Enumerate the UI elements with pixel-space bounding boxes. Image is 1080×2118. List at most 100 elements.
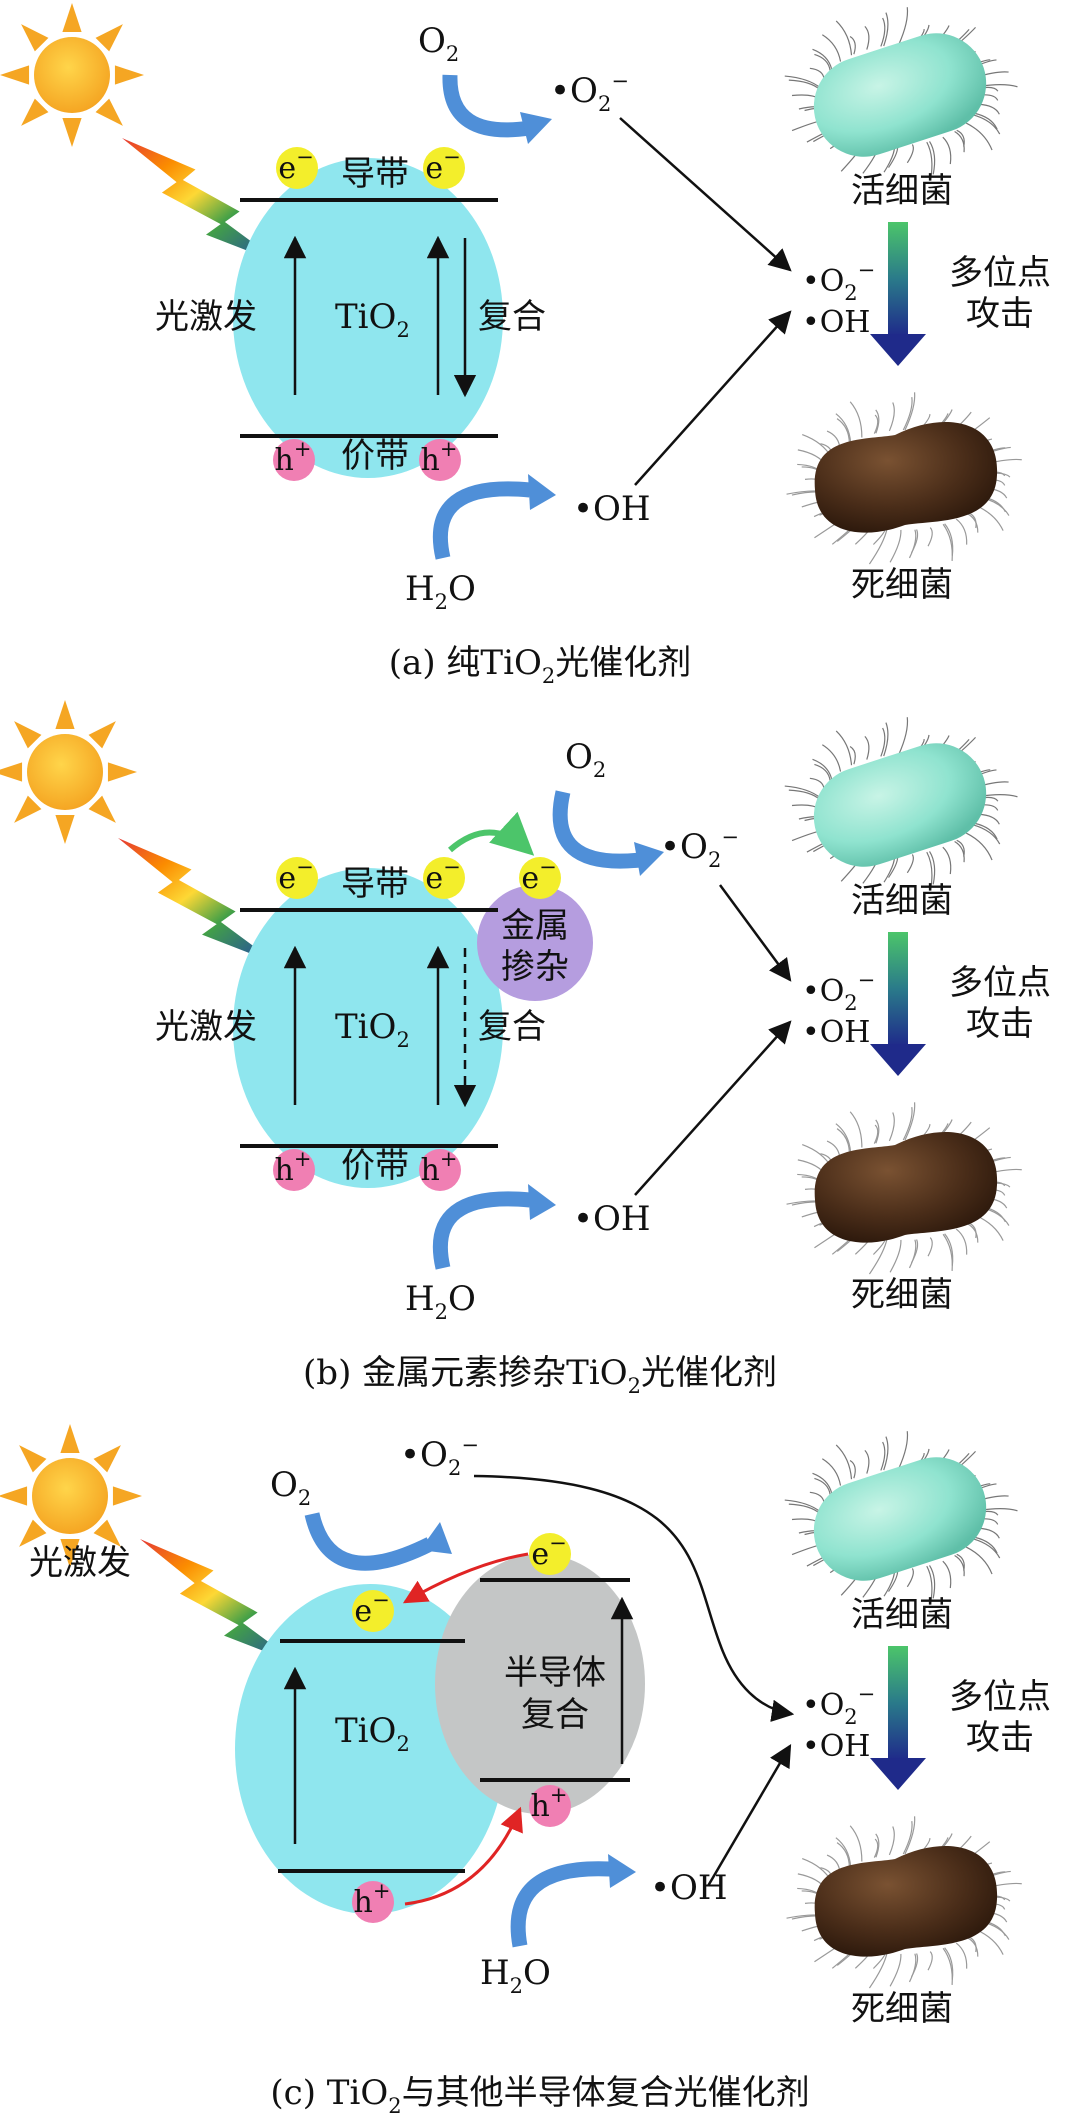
electron-label-part: e bbox=[354, 1594, 372, 1629]
metal-dopant-particle bbox=[477, 885, 593, 1001]
valence-band-label: 价带 bbox=[341, 436, 409, 476]
hole-label-part: h bbox=[275, 443, 294, 478]
superoxide-label-part: •O bbox=[400, 1435, 448, 1475]
o2-to-superoxide-arrow bbox=[552, 790, 664, 876]
combined-superoxide-part: − bbox=[858, 968, 876, 992]
o2-to-superoxide-arrow bbox=[442, 74, 552, 144]
live-bacteria-label: 活细菌 bbox=[851, 171, 953, 211]
superoxide-label: •O2− bbox=[550, 69, 629, 116]
semiconductor-label-line1-part: 半导体 bbox=[504, 1653, 606, 1693]
h2o-label: H2O bbox=[480, 1953, 551, 1998]
valence-band-label-part: 价带 bbox=[341, 436, 409, 476]
h2o-label-part: 2 bbox=[435, 1300, 448, 1324]
attack-label-line1: 多位点 bbox=[949, 963, 1051, 1003]
o2-label-part: 2 bbox=[593, 758, 606, 782]
conduction-band-label: 导带 bbox=[341, 154, 409, 194]
combined-superoxide-part: − bbox=[858, 1682, 876, 1706]
combined-superoxide: •O2− bbox=[802, 968, 875, 1015]
superoxide-label-part: − bbox=[461, 1433, 479, 1457]
o2-label-part: O bbox=[565, 737, 593, 777]
h2o-to-hydroxyl-arrow bbox=[432, 1184, 556, 1270]
panel-b-caption-part: 2 bbox=[628, 1374, 641, 1398]
dead-bacteria-label: 死细菌 bbox=[851, 1275, 953, 1315]
hole-badge: h+ bbox=[352, 1879, 394, 1923]
tio2-label-part: TiO bbox=[335, 1711, 396, 1751]
electron-label: e− bbox=[425, 855, 460, 896]
o2-label-part: 2 bbox=[446, 42, 459, 66]
superoxide-to-attack-arrow bbox=[619, 117, 792, 272]
attack-label-line2-part: 攻击 bbox=[966, 1718, 1034, 1758]
superoxide-label: •O2− bbox=[660, 825, 739, 872]
h2o-to-hydroxyl-arrow bbox=[432, 474, 556, 560]
live-bacteria-label: 活细菌 bbox=[851, 881, 953, 921]
combined-hydroxyl: •OH bbox=[802, 1015, 870, 1050]
hole-label-part: + bbox=[294, 437, 312, 461]
combined-hydroxyl-part: •OH bbox=[802, 1729, 870, 1764]
recombination-label: 复合 bbox=[478, 297, 546, 337]
live-bacteria-icon bbox=[784, 717, 1018, 891]
h2o-to-hydroxyl-arrow bbox=[510, 1854, 636, 1948]
hole-badge: h+ bbox=[529, 1783, 571, 1827]
dead-bacteria-label-part: 死细菌 bbox=[851, 565, 953, 605]
superoxide-label-part: •O bbox=[660, 827, 708, 867]
electron-label-part: e bbox=[425, 861, 443, 896]
combined-hydroxyl: •OH bbox=[802, 1729, 870, 1764]
electron-badge: e− bbox=[423, 855, 465, 899]
hole-label-part: h bbox=[354, 1885, 373, 1920]
electron-label-part: − bbox=[549, 1531, 567, 1555]
superoxide-label: •O2− bbox=[400, 1433, 479, 1480]
electron-label-part: e bbox=[425, 151, 443, 186]
hydroxyl-label: •OH bbox=[573, 489, 651, 529]
hole-label-part: + bbox=[550, 1783, 568, 1807]
dead-bacteria-icon bbox=[786, 392, 1022, 565]
superoxide-label-part: − bbox=[721, 825, 739, 849]
attack-label-line1-part: 多位点 bbox=[949, 253, 1051, 293]
recombination-label-part: 复合 bbox=[478, 1007, 546, 1047]
live-bacteria-icon bbox=[784, 7, 1018, 181]
combined-superoxide: •O2− bbox=[802, 1682, 875, 1729]
combined-superoxide-part: 2 bbox=[844, 991, 857, 1015]
electron-label: e− bbox=[531, 1531, 566, 1572]
tio2-label-part: 2 bbox=[396, 1732, 409, 1756]
panel-c-caption-part: (c) TiO bbox=[270, 2073, 388, 2113]
electron-label-part: e bbox=[531, 1537, 549, 1572]
dead-bacteria-label: 死细菌 bbox=[851, 565, 953, 605]
photoexcitation-label: 光激发 bbox=[29, 1543, 131, 1583]
superoxide-label-part: − bbox=[611, 69, 629, 93]
electron-badge: e− bbox=[423, 145, 465, 189]
dead-bacteria-label-part: 死细菌 bbox=[851, 1275, 953, 1315]
electron-label-part: − bbox=[372, 1588, 390, 1612]
superoxide-to-attack-arrow bbox=[473, 1474, 795, 1722]
photoexcitation-label: 光激发 bbox=[155, 297, 257, 337]
panel-a-caption: (a) 纯TiO2光催化剂 bbox=[389, 643, 691, 688]
electron-label: e− bbox=[521, 855, 556, 896]
electron-label-part: e bbox=[521, 861, 539, 896]
hole-label: h+ bbox=[421, 437, 458, 478]
o2-label-part: O bbox=[418, 21, 446, 61]
combined-superoxide: •O2− bbox=[802, 258, 875, 305]
electron-label-part: e bbox=[278, 861, 296, 896]
attack-label-line1-part: 多位点 bbox=[949, 963, 1051, 1003]
live-bacteria-label: 活细菌 bbox=[851, 1595, 953, 1635]
hole-label-part: h bbox=[421, 1153, 440, 1188]
dead-bacteria-icon bbox=[786, 1816, 1022, 1989]
electron-label: e− bbox=[278, 145, 313, 186]
electron-label-part: e bbox=[278, 151, 296, 186]
hole-label-part: + bbox=[440, 1147, 458, 1171]
hole-label-part: + bbox=[294, 1147, 312, 1171]
semiconductor-particle bbox=[435, 1554, 645, 1814]
h2o-label-part: 2 bbox=[510, 1974, 523, 1998]
electron-badge: e− bbox=[276, 855, 318, 899]
electron-label: e− bbox=[354, 1588, 389, 1629]
tio2-label-part: 2 bbox=[396, 318, 409, 342]
electron-label: e− bbox=[425, 145, 460, 186]
electron-label: e− bbox=[278, 855, 313, 896]
combined-superoxide-part: •O bbox=[802, 264, 844, 299]
panel-c-caption-part: 与其他半导体复合光催化剂 bbox=[402, 2073, 810, 2113]
